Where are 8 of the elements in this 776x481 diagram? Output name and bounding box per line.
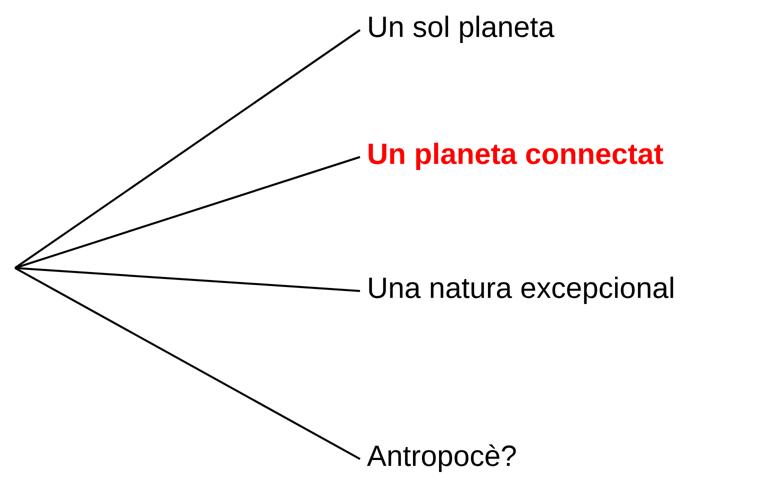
- branch-line: [14, 267, 360, 292]
- branch-line: [14, 267, 360, 460]
- branch-label: Una natura excepcional: [369, 276, 674, 304]
- branch-label: Un sol planeta: [369, 16, 554, 44]
- branch-label: Un planeta connectat: [368, 142, 664, 170]
- branch-line: [14, 29, 361, 269]
- branch-line: [14, 156, 360, 269]
- branch-label: Antropocè?: [367, 444, 516, 472]
